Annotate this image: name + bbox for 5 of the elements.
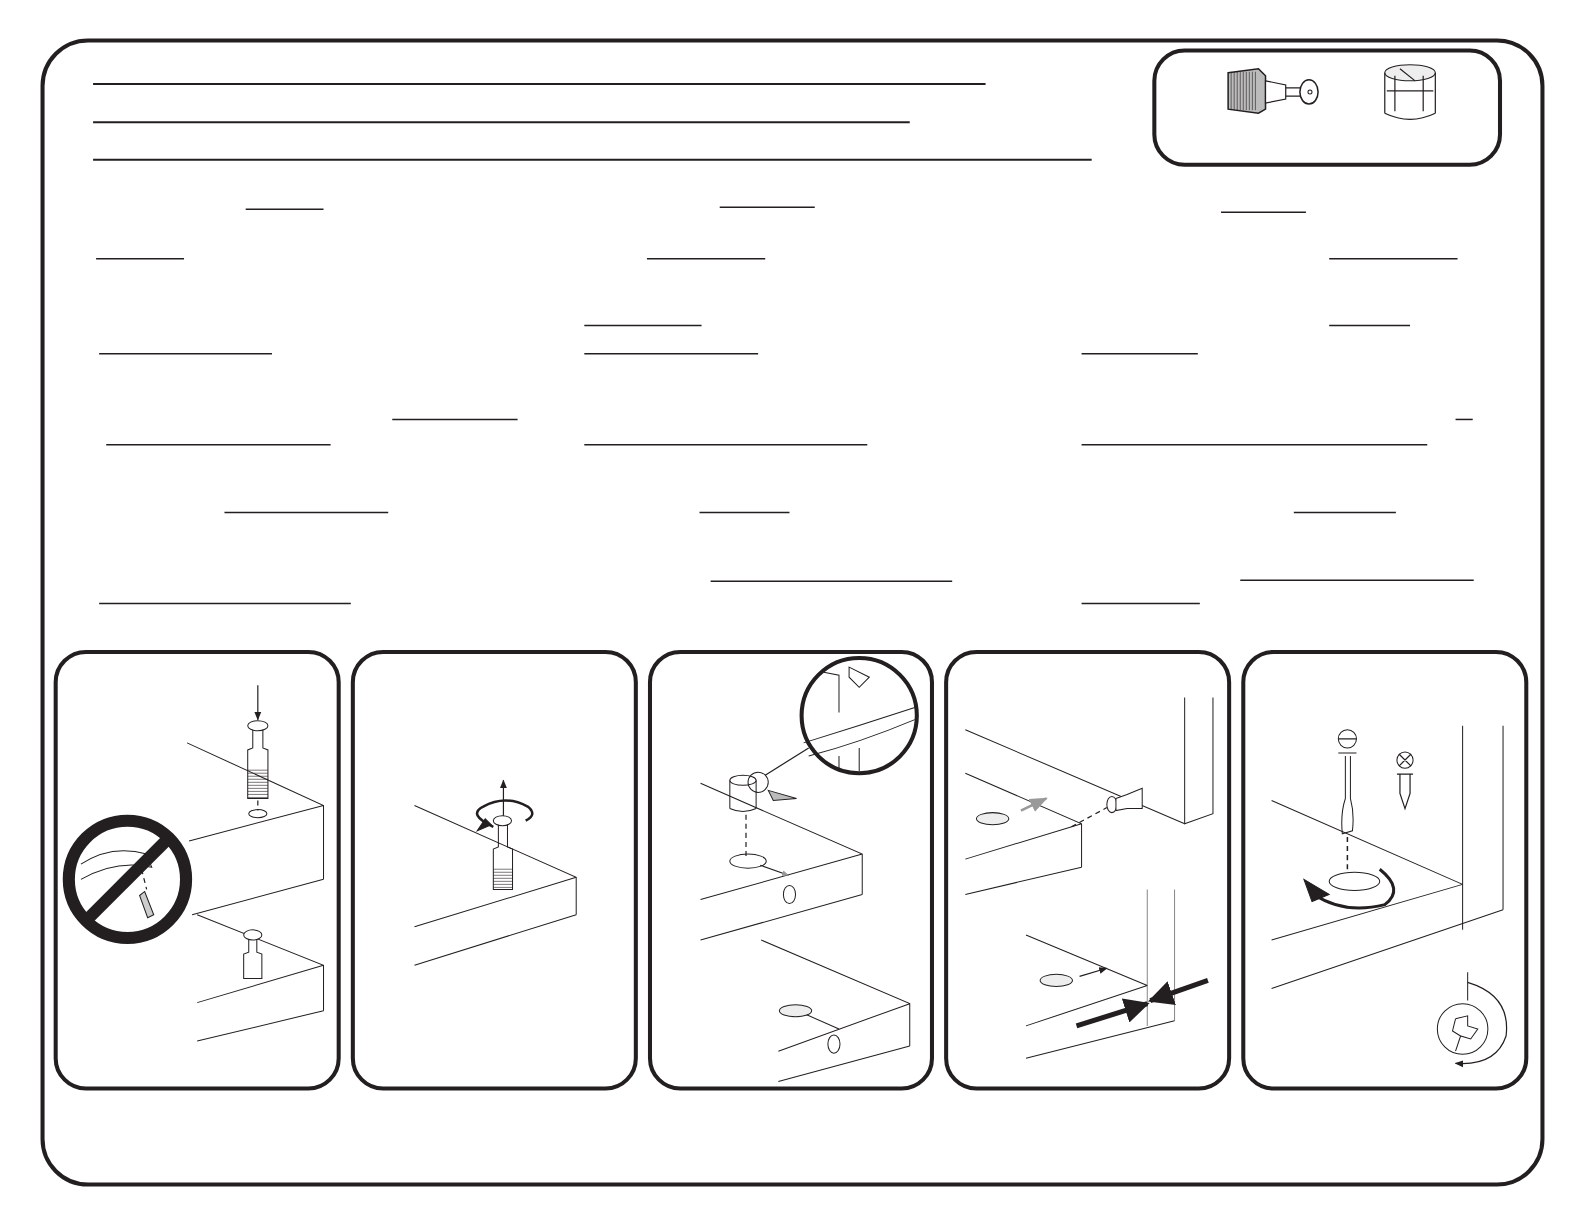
step-panel — [1241, 649, 1529, 1091]
step-panel — [944, 649, 1232, 1091]
step-panel — [350, 649, 638, 1091]
step-panel — [53, 649, 341, 1091]
hardware-panel — [1152, 48, 1503, 167]
